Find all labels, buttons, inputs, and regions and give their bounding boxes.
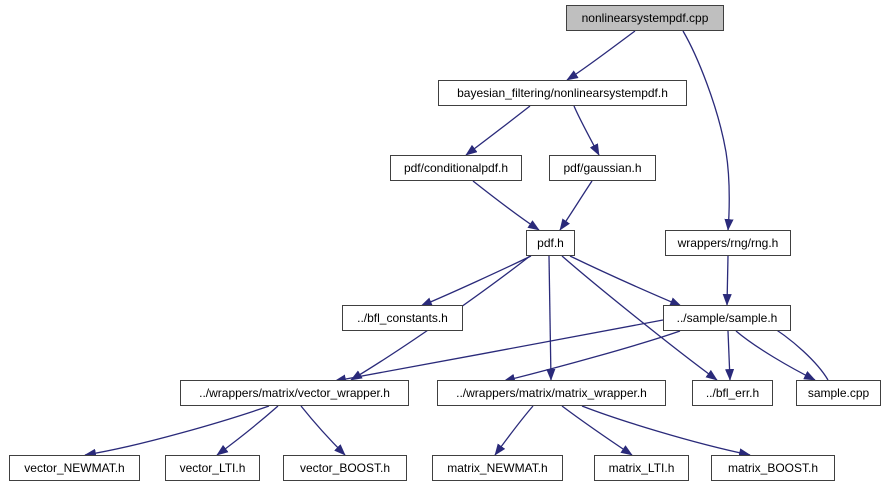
dependency-edge [735,330,816,381]
dependency-edge [84,405,270,458]
graph-node-pdf-h[interactable]: pdf.h [526,230,575,256]
graph-node-label: pdf/conditionalpdf.h [403,161,509,175]
graph-node-bfl-constants-h[interactable]: ../bfl_constants.h [342,305,463,331]
graph-node-label: matrix_LTI.h [608,461,675,475]
dependency-edge [472,180,540,231]
graph-node-label: vector_NEWMAT.h [24,461,125,475]
dependency-edge [725,330,735,381]
graph-node-label: matrix_BOOST.h [727,461,819,475]
graph-node-matrix-lti-h[interactable]: matrix_LTI.h [594,455,689,481]
graph-node-wrappers-matrix-matrix-wrapper-h[interactable]: ../wrappers/matrix/matrix_wrapper.h [437,380,666,406]
dependency-edge [561,405,633,456]
graph-node-bayesian-filtering-nonlinearsystempdf-h[interactable]: bayesian_filtering/nonlinearsystempdf.h [438,80,687,106]
dependency-edge [566,30,636,81]
dependency-edge [465,105,531,156]
graph-node-label: pdf/gaussian.h [563,161,642,175]
graph-node-label: ../wrappers/matrix/vector_wrapper.h [199,386,390,400]
graph-node-label: ../bfl_constants.h [357,311,448,325]
graph-node-label: ../wrappers/matrix/matrix_wrapper.h [456,386,647,400]
graph-node-wrappers-rng-rng-h[interactable]: wrappers/rng/rng.h [665,230,791,256]
dependency-edge [503,330,681,383]
graph-node-vector-newmat-h[interactable]: vector_NEWMAT.h [9,455,140,481]
graph-node-label: nonlinearsystempdf.cpp [581,11,709,25]
dependency-edge [722,255,732,306]
graph-node-matrix-boost-h[interactable]: matrix_BOOST.h [711,455,835,481]
graph-node-matrix-newmat-h[interactable]: matrix_NEWMAT.h [432,455,563,481]
graph-node-label: pdf.h [537,236,564,250]
graph-node-label: matrix_NEWMAT.h [447,461,548,475]
dependency-edge [420,255,532,307]
graph-node-label: ../bfl_err.h [705,386,760,400]
dependency-edge [546,255,556,381]
graph-node-label: sample.cpp [807,386,870,400]
dependency-edge [682,30,734,231]
dependency-edge [569,255,682,307]
graph-node-label: wrappers/rng/rng.h [677,236,779,250]
dependency-edge [216,405,279,456]
graph-node-label: vector_LTI.h [179,461,246,475]
graph-node-vector-boost-h[interactable]: vector_BOOST.h [283,455,407,481]
graph-node-vector-lti-h[interactable]: vector_LTI.h [165,455,260,481]
graph-node-nonlinearsystempdf-cpp[interactable]: nonlinearsystempdf.cpp [566,5,724,31]
graph-node-sample-cpp[interactable]: sample.cpp [796,380,881,406]
graph-node-pdf-gaussian-h[interactable]: pdf/gaussian.h [549,155,656,181]
graph-node-wrappers-matrix-vector-wrapper-h[interactable]: ../wrappers/matrix/vector_wrapper.h [180,380,409,406]
graph-node-label: bayesian_filtering/nonlinearsystempdf.h [457,86,668,100]
dependency-edge [573,105,600,156]
dependency-edge [559,180,593,231]
dependency-edge [581,405,751,458]
dependency-edge [494,405,534,456]
graph-node-bfl-err-h[interactable]: ../bfl_err.h [692,380,773,406]
dependency-edge [300,405,346,456]
graph-node-pdf-conditionalpdf-h[interactable]: pdf/conditionalpdf.h [390,155,522,181]
graph-node-label: vector_BOOST.h [299,461,391,475]
graph-node-label: ../sample/sample.h [676,311,778,325]
graph-node-sample-sample-h[interactable]: ../sample/sample.h [663,305,791,331]
